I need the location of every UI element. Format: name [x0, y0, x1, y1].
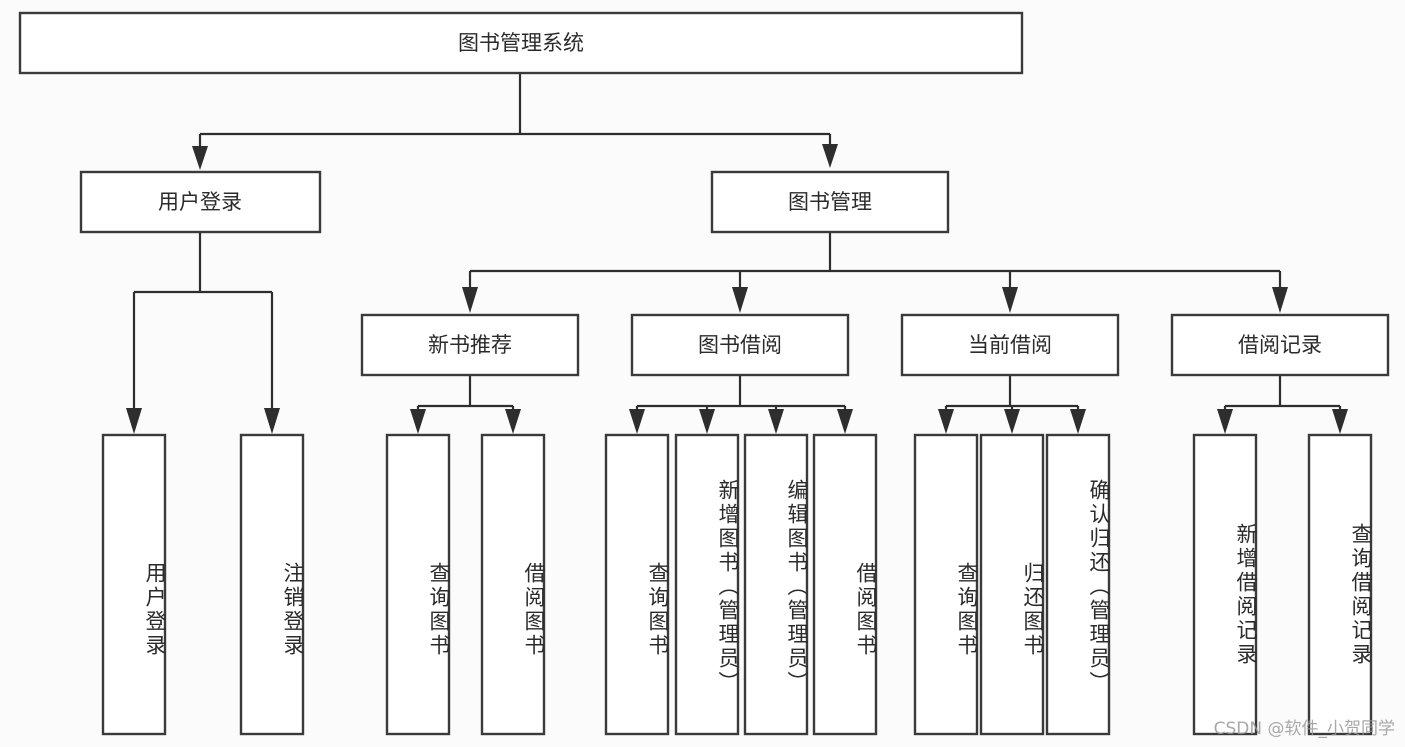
node-book-management-label: 图书管理 — [788, 190, 872, 214]
arrow-head-icon — [1002, 287, 1018, 313]
leaf-rect-add-record[interactable] — [1192, 433, 1258, 736]
connector-new-book-to-leaves — [410, 375, 521, 434]
leaf-rect-query-book-1[interactable] — [385, 433, 451, 736]
arrow-head-icon — [699, 409, 715, 434]
leaf-rect-logout[interactable] — [239, 433, 305, 736]
arrow-head-icon — [732, 287, 748, 313]
leaf-rect-add-book[interactable] — [674, 433, 740, 736]
connector-book-borrow-to-leaves — [629, 375, 853, 434]
arrow-head-icon — [822, 144, 838, 168]
arrow-head-icon — [192, 146, 208, 170]
leaf-rect-confirm-return[interactable] — [1045, 433, 1111, 736]
arrow-head-icon — [1217, 409, 1233, 434]
arrow-head-icon — [629, 409, 645, 434]
connector-user-login-to-leaves — [126, 233, 280, 434]
leaf-group-current-borrow — [913, 433, 1111, 736]
leaf-rect-edit-book[interactable] — [743, 433, 809, 736]
arrow-head-icon — [1332, 409, 1348, 434]
arrow-head-icon — [505, 409, 521, 434]
arrow-head-icon — [768, 409, 784, 434]
leaf-group-book-borrow — [604, 433, 878, 736]
node-root[interactable]: 图书管理系统 — [18, 11, 1024, 75]
leaf-group-borrow-record — [1192, 433, 1373, 736]
node-book-borrow-label: 图书借阅 — [698, 333, 782, 357]
node-current-borrow[interactable]: 当前借阅 — [900, 313, 1120, 377]
arrow-head-icon — [938, 409, 954, 434]
node-book-borrow[interactable]: 图书借阅 — [630, 313, 850, 377]
node-borrow-record-label: 借阅记录 — [1238, 333, 1322, 357]
leaf-rect-query-book-2[interactable] — [604, 433, 670, 736]
watermark-text: CSDN @软件_小贺同学 — [1213, 719, 1395, 739]
arrow-head-icon — [1272, 287, 1288, 313]
node-book-management-rect[interactable] — [710, 170, 950, 234]
leaf-rect-query-record[interactable] — [1307, 433, 1373, 736]
arrow-head-icon — [462, 287, 478, 313]
node-book-management[interactable]: 图书管理 — [710, 170, 950, 234]
node-book-borrow-rect[interactable] — [630, 313, 850, 377]
arrow-head-icon — [126, 408, 142, 434]
connector-root-to-level1 — [192, 73, 838, 170]
leaf-rect-user-login[interactable] — [101, 433, 167, 736]
node-user-login-rect[interactable] — [79, 170, 322, 234]
arrow-head-icon — [837, 409, 853, 434]
node-user-login[interactable]: 用户登录 — [79, 170, 322, 234]
node-root-rect[interactable] — [18, 11, 1024, 75]
node-new-book-recommend[interactable]: 新书推荐 — [360, 313, 580, 377]
leaf-rect-query-book-3[interactable] — [913, 433, 979, 736]
leaf-group-user-login — [101, 433, 305, 736]
node-user-login-label: 用户登录 — [158, 190, 242, 214]
node-new-book-recommend-label: 新书推荐 — [428, 333, 512, 357]
node-current-borrow-rect[interactable] — [900, 313, 1120, 377]
node-borrow-record[interactable]: 借阅记录 — [1170, 313, 1390, 377]
node-current-borrow-label: 当前借阅 — [968, 333, 1052, 357]
leaf-rect-borrow-book-1[interactable] — [480, 433, 546, 736]
arrow-head-icon — [1004, 409, 1020, 434]
connector-book-mgmt-to-level2 — [462, 233, 1288, 313]
connector-borrow-record-to-leaves — [1217, 375, 1348, 434]
connector-current-borrow-to-leaves — [938, 375, 1086, 434]
node-borrow-record-rect[interactable] — [1170, 313, 1390, 377]
leaf-rect-borrow-book-2[interactable] — [812, 433, 878, 736]
node-root-label: 图书管理系统 — [458, 31, 584, 55]
arrow-head-icon — [264, 408, 280, 434]
node-new-book-recommend-rect[interactable] — [360, 313, 580, 377]
leaf-rect-return-book[interactable] — [979, 433, 1045, 736]
arrow-head-icon — [1070, 409, 1086, 434]
arrow-head-icon — [410, 409, 426, 434]
leaf-group-new-book — [385, 433, 546, 736]
